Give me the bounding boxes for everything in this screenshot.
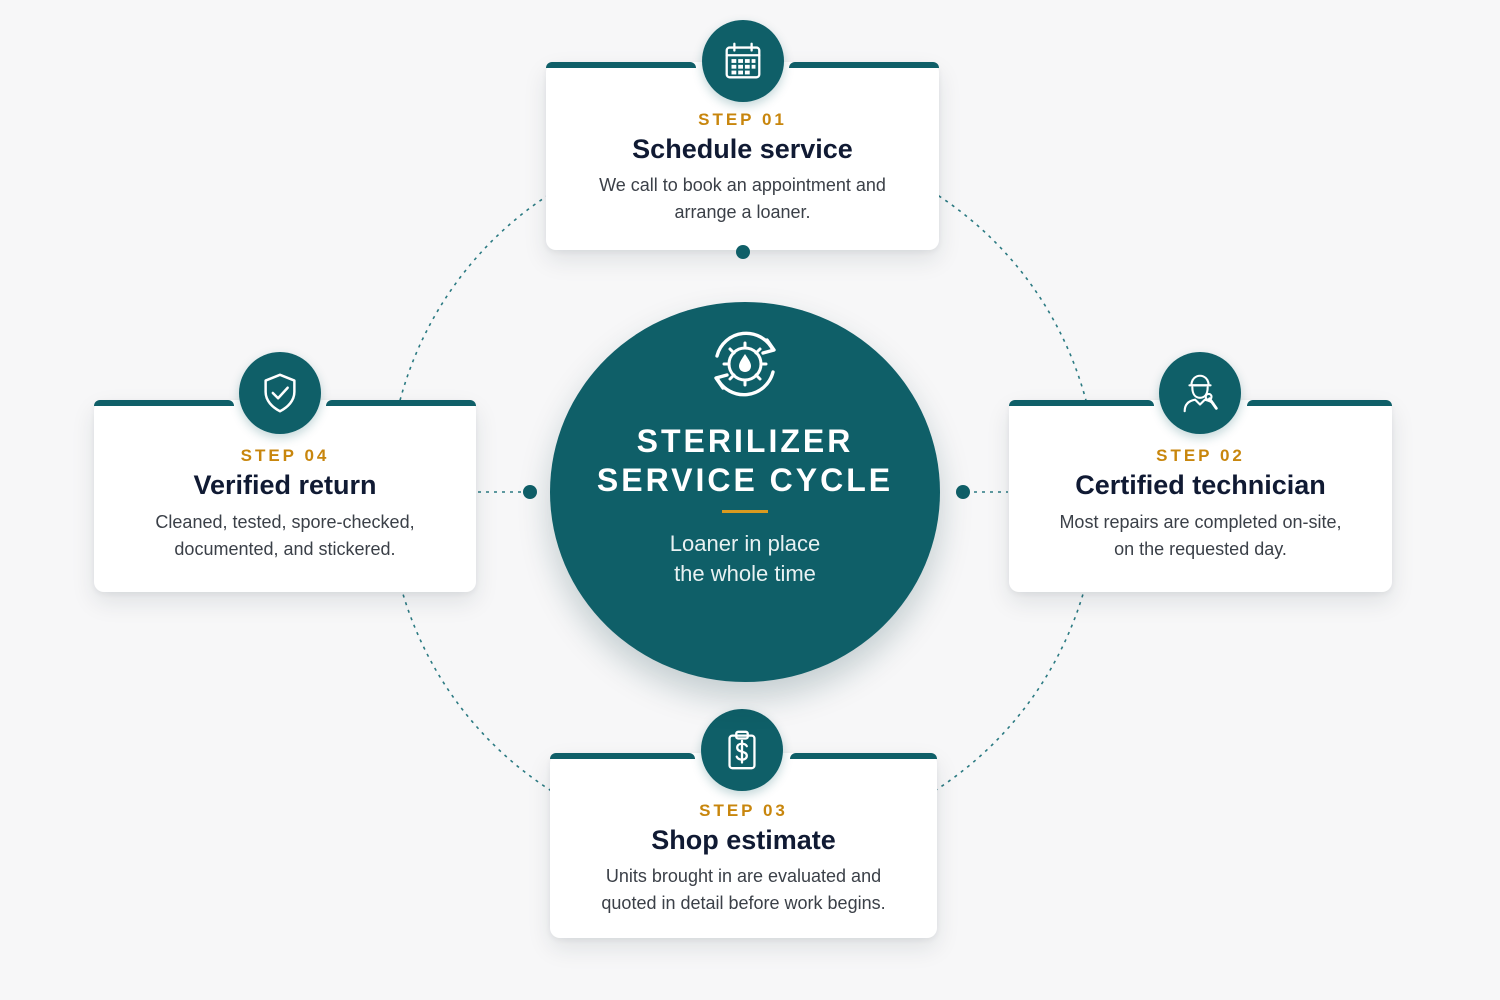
connector-dot-left (523, 485, 537, 499)
step-title: Verified return (193, 470, 377, 500)
card-accent-bar (550, 753, 695, 759)
card-accent-bar (546, 62, 696, 68)
step-label: STEP 04 (240, 446, 330, 465)
shield-check-icon (239, 352, 321, 434)
step-description-line: on the requested day. (1114, 539, 1287, 559)
step-card-schedule: STEP 01 Schedule service We call to book… (546, 62, 939, 250)
step-description-line: Most repairs are completed on-site, (1059, 512, 1342, 532)
step-description: Units brought in are evaluated and quote… (570, 863, 917, 917)
hub-title: STERILIZER SERVICE CYCLE (550, 422, 940, 500)
gear-water-drop-refresh-icon (714, 331, 776, 397)
hub-title-line: STERILIZER (636, 423, 854, 459)
step-description-line: quoted in detail before work begins. (601, 893, 886, 913)
step-description-line: We call to book an appointment and (599, 175, 886, 195)
card-accent-bar (789, 62, 939, 68)
step-title: Shop estimate (651, 825, 836, 855)
hub-subtitle-line: Loaner in place (669, 531, 821, 556)
step-title: Schedule service (632, 134, 853, 164)
card-accent-bar (94, 400, 234, 406)
step-description-line: arrange a loaner. (674, 202, 811, 222)
connector-dot-top (736, 245, 750, 259)
connector-dot-right (956, 485, 970, 499)
step-description: Cleaned, tested, spore-checked, document… (114, 509, 456, 563)
step-description-line: documented, and stickered. (174, 539, 396, 559)
hub-title-line: SERVICE CYCLE (596, 462, 894, 498)
card-accent-bar (1009, 400, 1154, 406)
step-title: Certified technician (1075, 470, 1326, 500)
step-label: STEP 03 (699, 801, 788, 820)
card-accent-bar (1247, 400, 1392, 406)
step-description-line: Cleaned, tested, spore-checked, (155, 512, 415, 532)
calendar-icon (702, 20, 784, 102)
card-accent-bar (790, 753, 937, 759)
central-hub: STERILIZER SERVICE CYCLE Loaner in place… (550, 302, 940, 682)
step-card-certified-technician: STEP 02 Certified technician Most repair… (1009, 400, 1392, 592)
clipboard-dollar-icon (701, 709, 783, 791)
step-description: We call to book an appointment and arran… (566, 172, 919, 226)
step-description-line: Units brought in are evaluated and (605, 866, 882, 886)
technician-icon (1159, 352, 1241, 434)
step-description: Most repairs are completed on-site, on t… (1029, 509, 1372, 563)
card-accent-bar (326, 400, 476, 406)
hub-subtitle-line: the whole time (674, 561, 816, 586)
hub-subtitle: Loaner in place the whole time (550, 529, 940, 589)
step-label: STEP 02 (1156, 446, 1245, 465)
step-label: STEP 01 (698, 110, 787, 129)
hub-divider (722, 510, 768, 513)
